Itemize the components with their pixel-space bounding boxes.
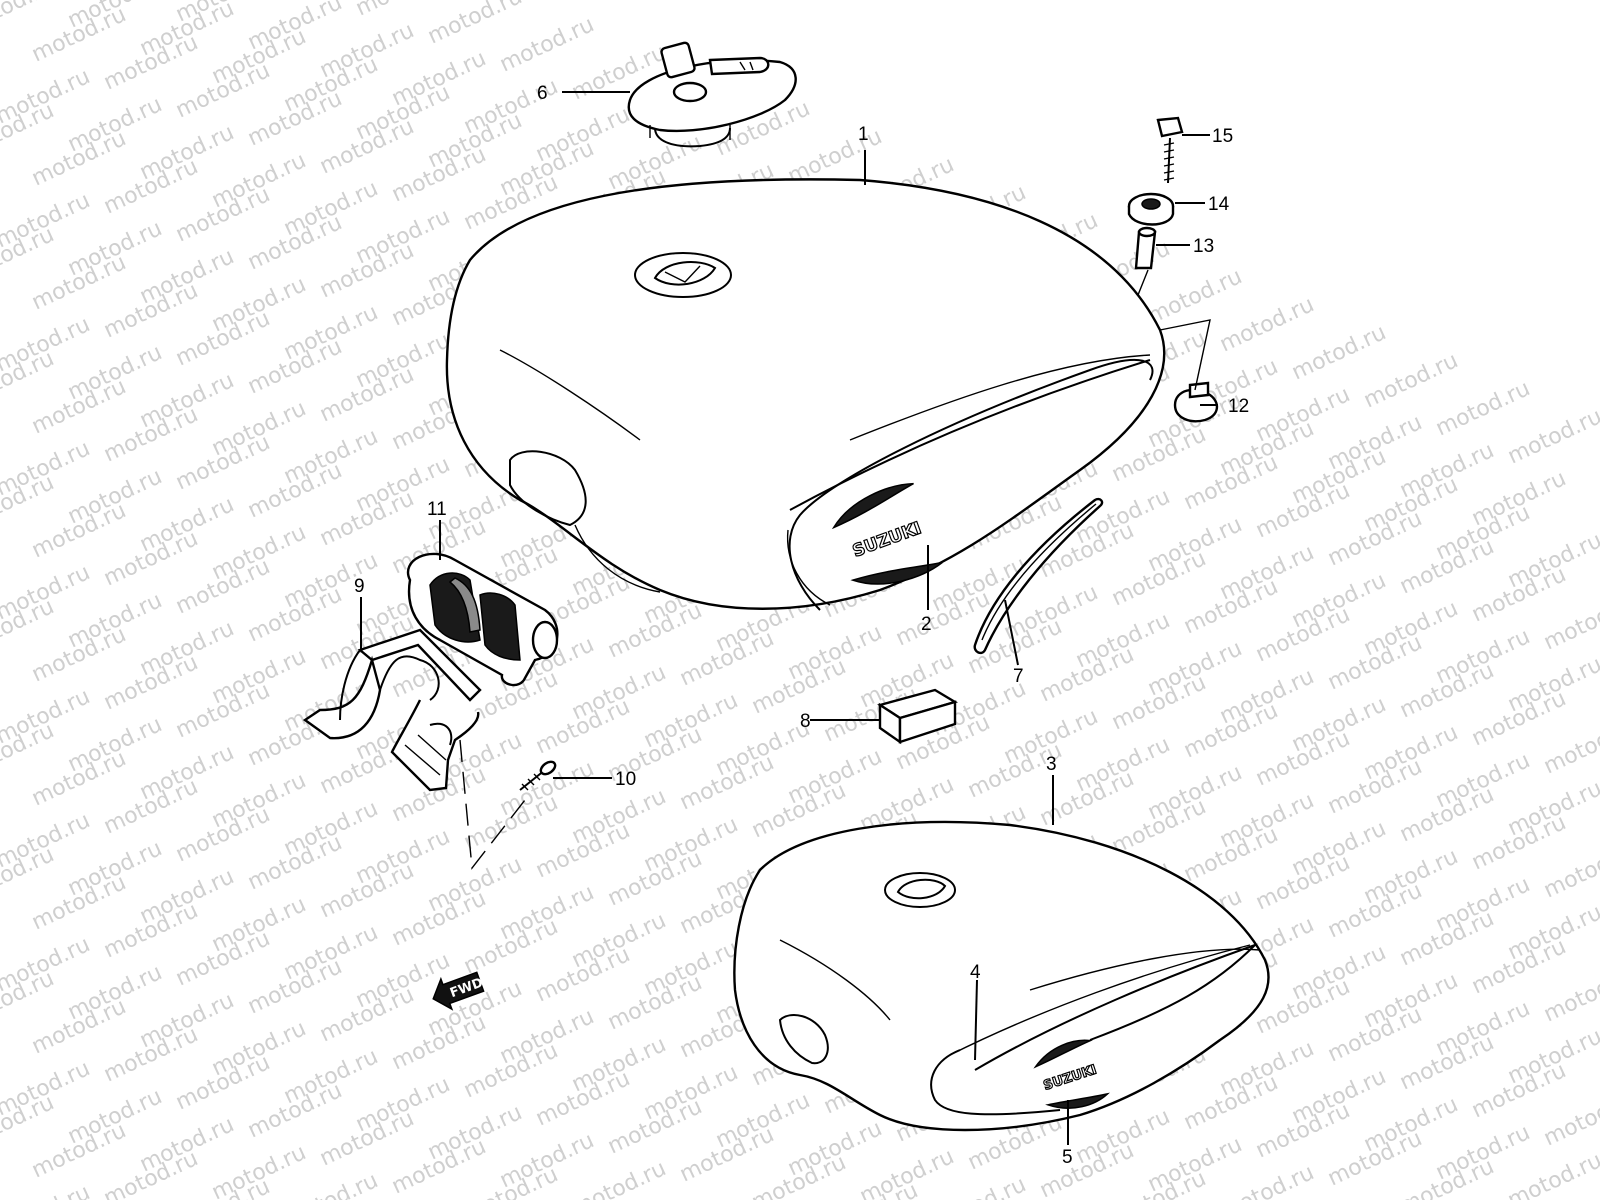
watermark-text: motod.ru [1432, 376, 1534, 441]
watermark-text: motod.ru [568, 1156, 670, 1200]
bracket-screw [519, 760, 557, 791]
callout-15: 15 [1212, 126, 1233, 147]
fuel-cap [627, 41, 797, 148]
watermark-text: motod.ru [1288, 320, 1390, 385]
mount-bolt [1156, 116, 1184, 184]
watermark-text: motod.ru [1540, 962, 1600, 1027]
watermark-text: motod.ru [1540, 714, 1600, 779]
mount-cushion [1173, 381, 1219, 423]
mount-washer [1127, 192, 1175, 226]
mount-leader-lines [1137, 269, 1211, 391]
watermark-text: motod.ru [0, 0, 58, 39]
watermark-text: motod.ru [1540, 838, 1600, 903]
watermark-text: motod.ru [928, 1172, 1030, 1200]
watermark-text: motod.ru [424, 0, 526, 49]
callout-4: 4 [970, 962, 981, 983]
watermark-text: motod.ru [1540, 590, 1600, 655]
watermark-text: motod.ru [1216, 1160, 1318, 1200]
watermark-text: motod.ru [280, 1168, 382, 1200]
callout-1: 1 [858, 124, 869, 145]
callout-10: 10 [615, 769, 636, 790]
watermark-text: motod.ru [352, 0, 454, 21]
leader-lines [360, 91, 1218, 1145]
callout-13: 13 [1193, 236, 1214, 257]
callout-14: 14 [1208, 194, 1230, 215]
watermark-text: motod.ru [1216, 292, 1318, 357]
callout-11: 11 [427, 499, 447, 520]
watermark-text: motod.ru [1360, 348, 1462, 413]
tank-strip [973, 497, 1104, 655]
callout-5: 5 [1062, 1147, 1073, 1168]
watermark-text: motod.ru [1540, 1086, 1600, 1151]
rubber-cushion [406, 552, 559, 687]
callout-6: 6 [537, 83, 548, 104]
callout-9: 9 [354, 576, 365, 597]
cushion-pad [877, 688, 958, 745]
callout-8: 8 [800, 711, 811, 732]
watermark-text: motod.ru [1504, 404, 1600, 469]
fuel-tank-alt: SUZUKI [733, 820, 1270, 1132]
callout-labels: 6 1 15 14 13 12 11 9 10 2 7 8 3 4 5 [354, 83, 1249, 1168]
watermark-text: motod.ru [1144, 264, 1246, 329]
callout-7: 7 [1013, 666, 1024, 687]
watermark-text: motod.ru [496, 12, 598, 77]
bracket-leader-dash [459, 739, 526, 870]
watermark-text: motod.ru [0, 1180, 94, 1200]
callout-2: 2 [921, 614, 932, 635]
tank-bracket [302, 628, 482, 792]
fuel-tank: SUZUKI [445, 178, 1166, 611]
watermark-text: motod.ru [1504, 1148, 1600, 1200]
callout-3: 3 [1046, 754, 1057, 775]
callout-12: 12 [1228, 396, 1249, 417]
mount-collar [1134, 226, 1157, 270]
